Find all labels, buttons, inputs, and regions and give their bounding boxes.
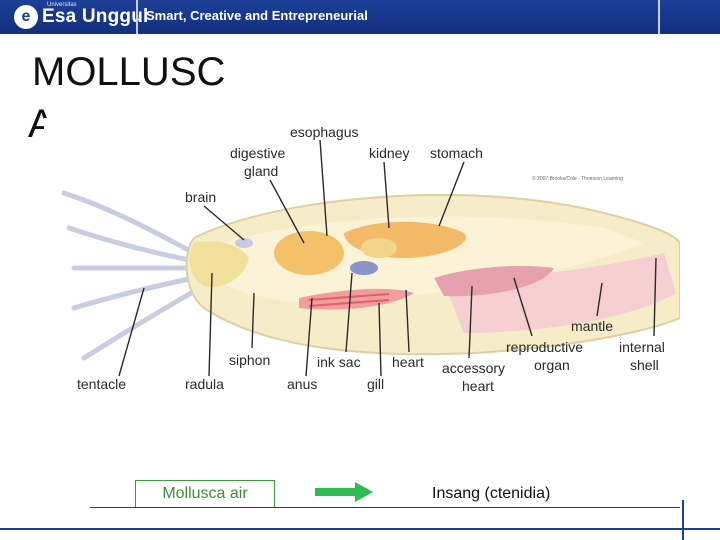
label-tentacle: tentacle — [77, 376, 126, 392]
leader-lines — [118, 139, 657, 377]
label-reproductive: reproductive — [506, 339, 583, 355]
label-gland: gland — [244, 163, 278, 179]
right-arrow-icon — [315, 482, 373, 502]
footer-line — [90, 507, 680, 508]
header-divider — [658, 0, 660, 34]
university-logo: e Esa Unggul — [14, 4, 149, 30]
label-ink-sac: ink sac — [317, 354, 361, 370]
insang-text: Insang (ctenidia) — [432, 485, 551, 502]
squid-anatomy-diagram: esophagus digestive gland kidney stomach… — [44, 118, 680, 403]
tagline: Smart, Creative and Entrepreneurial — [146, 8, 368, 23]
ink-sac-shape — [350, 261, 378, 275]
footer-line — [0, 528, 720, 530]
label-digestive: digestive — [230, 145, 285, 161]
logo-small-text: Universitas — [47, 2, 77, 8]
head-shape — [189, 241, 249, 287]
label-anus: anus — [287, 376, 317, 392]
label-accessory-heart: heart — [462, 378, 494, 394]
label-internal: internal — [619, 339, 665, 355]
digestive-gland-shape — [274, 231, 344, 275]
label-gill: gill — [367, 376, 384, 392]
mantle-shape — [444, 253, 676, 333]
header-bar: e Esa Unggul Universitas Smart, Creative… — [0, 0, 720, 34]
label-accessory: accessory — [442, 360, 505, 376]
label-kidney: kidney — [369, 145, 409, 161]
slide-title: MOLLUSC — [32, 50, 226, 94]
label-mantle: mantle — [571, 318, 613, 334]
label-esophagus: esophagus — [290, 124, 359, 140]
header-divider — [136, 0, 138, 34]
mollusca-air-box: Mollusca air — [135, 480, 275, 508]
label-siphon: siphon — [229, 352, 270, 368]
label-stomach: stomach — [430, 145, 483, 161]
kidney-shape — [361, 238, 397, 258]
label-radula: radula — [185, 376, 224, 392]
logo-emblem-icon: e — [14, 5, 38, 29]
label-brain: brain — [185, 189, 216, 205]
label-copyright: © 2007 Brooks/Cole - Thomson Learning — [532, 175, 623, 182]
footer-divider — [682, 500, 684, 540]
brain-shape — [235, 238, 253, 248]
label-organ: organ — [534, 357, 570, 373]
logo-text: Esa Unggul — [42, 6, 149, 27]
reproductive-organ-shape — [434, 266, 554, 297]
label-shell: shell — [630, 357, 659, 373]
label-heart: heart — [392, 354, 424, 370]
